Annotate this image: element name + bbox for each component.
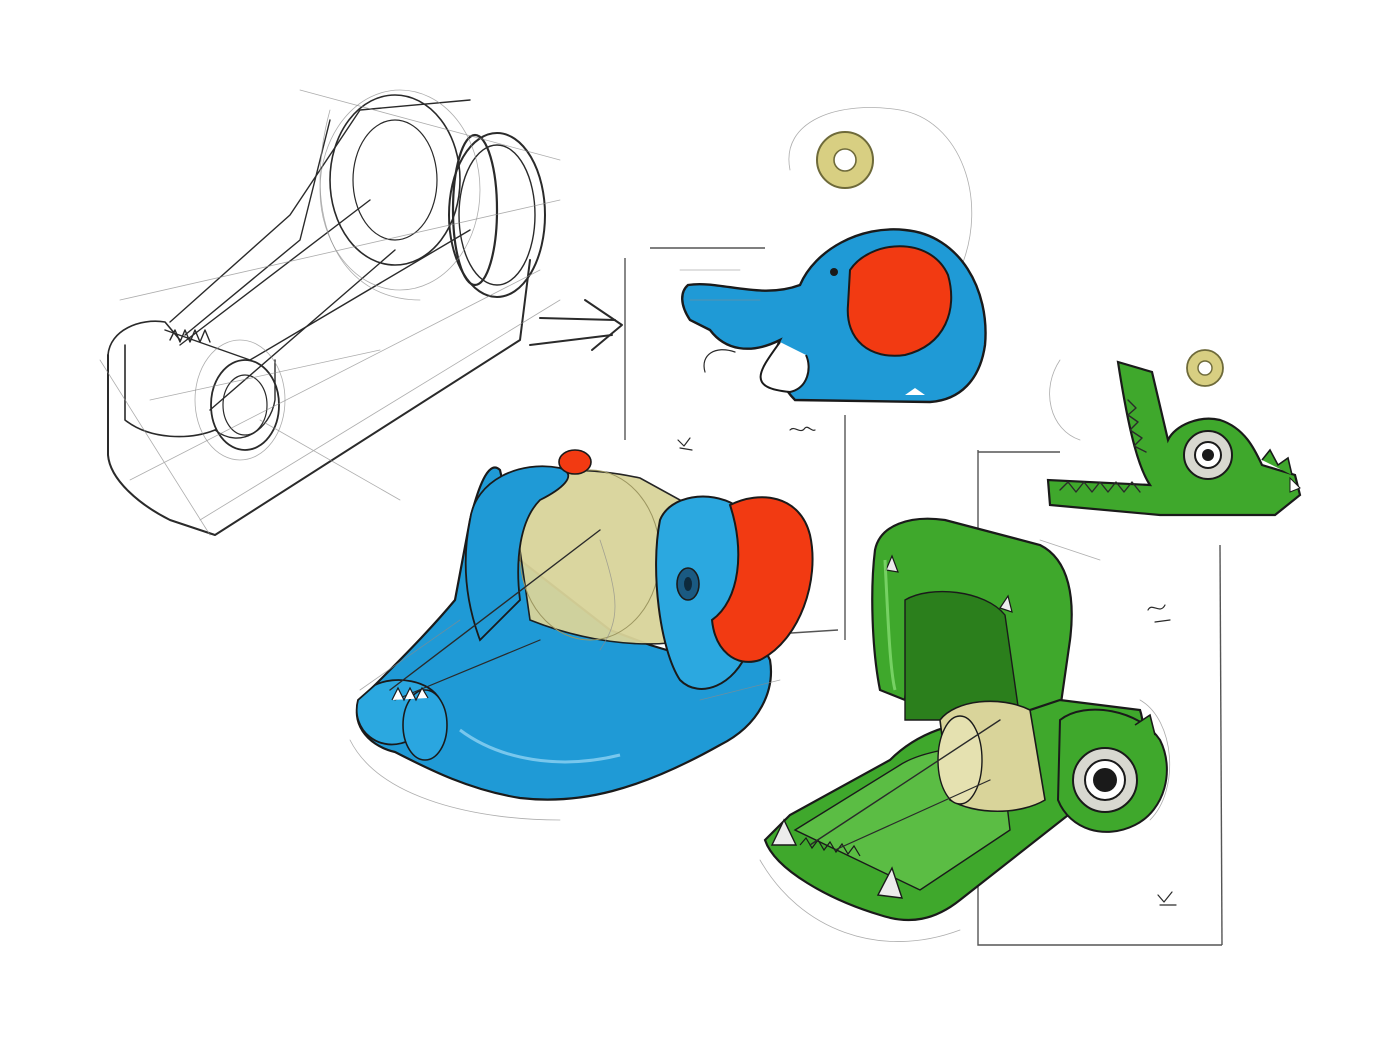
elephant-icon	[679, 228, 987, 404]
washer-ring-icon-2	[1186, 349, 1224, 387]
scribble-notes	[677, 426, 1177, 906]
tape-dispenser-line-sketch	[99, 89, 561, 536]
right-arrow-icon	[529, 299, 623, 351]
elephant-tape-dispenser	[349, 449, 814, 821]
washer-ring-icon	[816, 131, 874, 189]
crocodile-tape-dispenser	[759, 517, 1171, 942]
crocodile-icon	[1046, 360, 1302, 517]
